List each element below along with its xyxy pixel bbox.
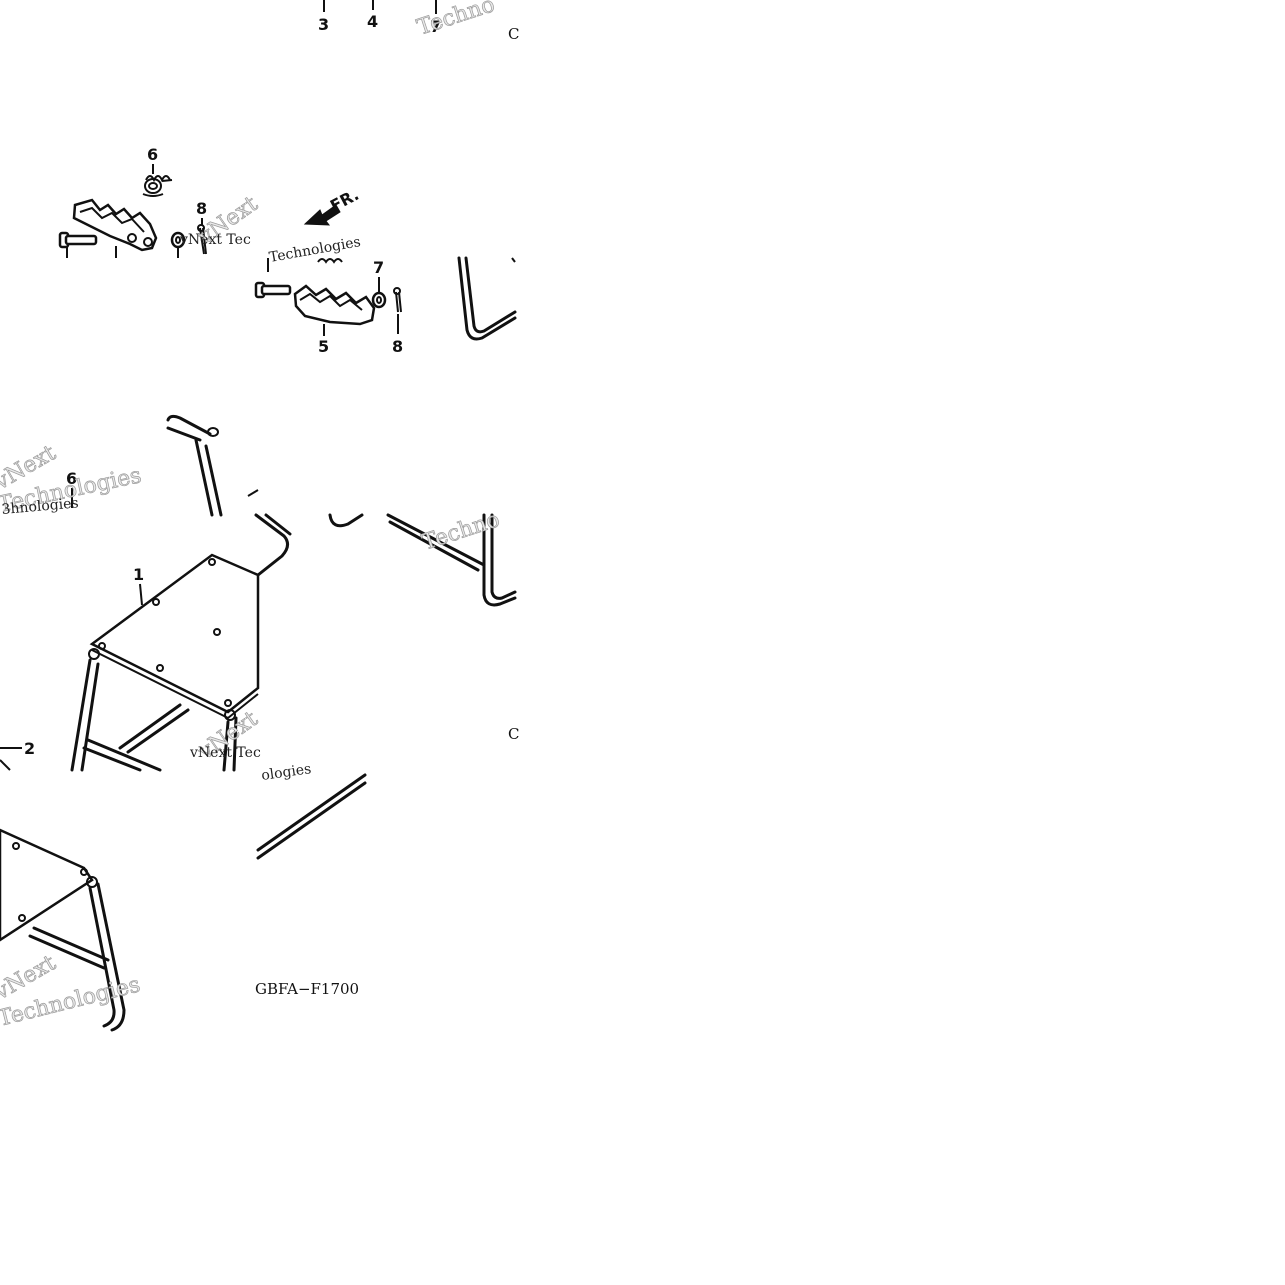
callout-6-upper: 6 (147, 145, 158, 164)
stand-bottom: vNext Technologies (0, 828, 143, 1032)
footpeg-icon (293, 284, 376, 326)
watermark-right: Techno (419, 507, 503, 555)
spring-icon (142, 175, 173, 197)
frame-tube-fragment (457, 256, 517, 341)
callout-8-upper: 8 (196, 199, 207, 218)
svg-text:C: C (508, 725, 519, 743)
watermark-small-upper: vNext Tec (179, 232, 251, 248)
washer-icon (170, 231, 186, 249)
pin-icon (58, 231, 98, 249)
pin-icon (254, 281, 292, 299)
watermark-small-mid: vNext Tec (189, 745, 261, 761)
watermark-top: Techno (414, 0, 498, 41)
callout-8-right: 8 (392, 337, 403, 356)
callout-3: 3 (318, 15, 329, 34)
lower-frame-fragment: ologies (256, 761, 367, 860)
tile-top-strip: 3 4 7 Techno C (318, 0, 519, 43)
footrest-right-detail: Technologies 5 7 8 (254, 234, 517, 356)
footrest-left-detail: 6 8 vNext vNext Tec (58, 145, 263, 258)
callout-7-right: 7 (373, 258, 384, 277)
stand-handle: 6 vNext Technologies 3hnologies (0, 414, 259, 518)
cotter-pin-icon (393, 287, 402, 313)
callout-4: 4 (367, 12, 378, 31)
svg-text:ologies: ologies (260, 761, 312, 784)
stand-frame-right: Techno C (328, 507, 519, 743)
callout-6-lower: 6 (66, 469, 77, 488)
callout-1: 1 (133, 565, 144, 584)
washer-icon (371, 291, 387, 309)
svg-text:3hnologies: 3hnologies (1, 495, 79, 518)
diagram-code: GBFA−F1700 (255, 980, 359, 998)
direction-arrow: FR. (303, 185, 362, 226)
svg-text:C: C (508, 25, 519, 43)
callout-5: 5 (318, 337, 329, 356)
callout-7-top: 7 (430, 17, 441, 36)
svg-text:Technologies: Technologies (268, 234, 362, 266)
stand-platform (89, 553, 260, 714)
callout-2: 2 (24, 739, 35, 758)
footpeg-icon (72, 198, 158, 252)
stand-main-body: 1 2 vNext vNext Tec (0, 513, 292, 772)
